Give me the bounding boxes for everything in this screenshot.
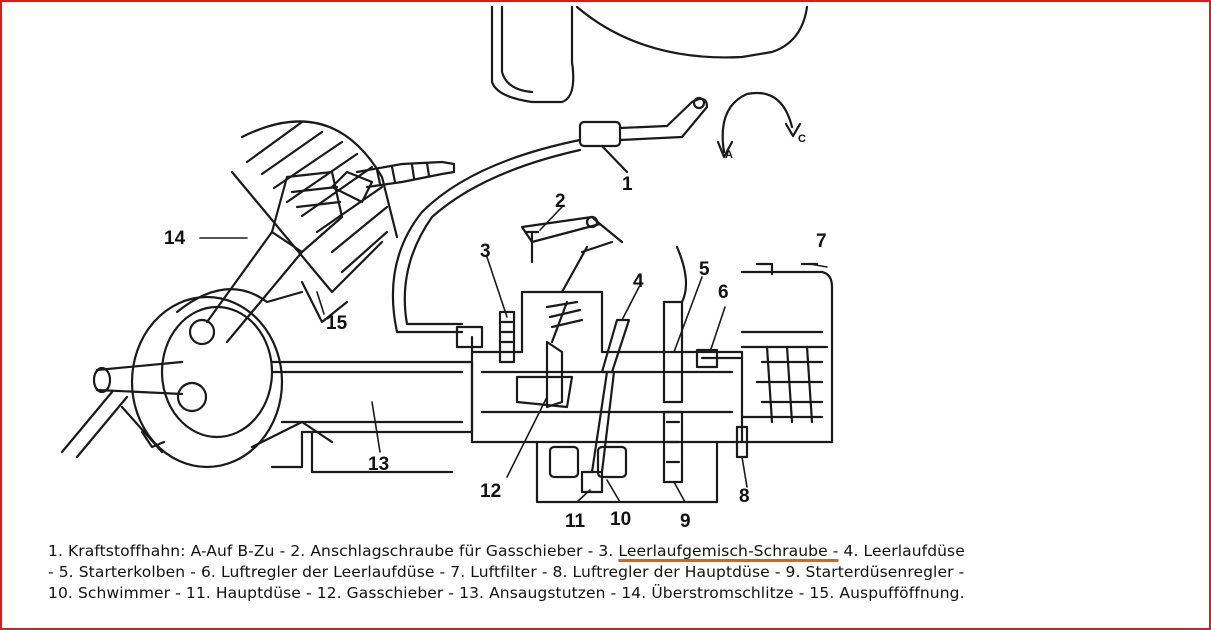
- label-10: 10: [610, 509, 631, 530]
- carburetor-body: [455, 290, 744, 444]
- idle-jet: [590, 318, 631, 474]
- label-1: 1: [622, 174, 633, 195]
- diagram-caption: 1. Kraftstoffhahn: A-Auf B-Zu - 2. Ansch…: [48, 541, 1158, 604]
- label-7: 7: [816, 231, 827, 252]
- main-air-regulator: [735, 425, 749, 459]
- label-14: 14: [164, 228, 186, 249]
- rotation-arrow: [716, 91, 802, 159]
- idle-mixture-screw: [498, 310, 516, 364]
- fuel-tap: [578, 96, 709, 174]
- fuel-tank: [490, 5, 809, 104]
- caption-line-2: - 5. Starterkolben - 6. Luftregler der L…: [48, 563, 965, 581]
- air-filter: [740, 262, 834, 444]
- throttle-linkage: [520, 215, 624, 344]
- leader-lines: [199, 206, 828, 503]
- label-5: 5: [699, 259, 710, 280]
- label-12: 12: [480, 481, 501, 502]
- caption-highlight: Leerlaufgemisch-Schraube -: [618, 542, 839, 560]
- crankshaft: [60, 288, 334, 469]
- piston: [205, 170, 344, 344]
- label-4: 4: [633, 271, 644, 292]
- label-9: 9: [680, 511, 691, 532]
- cylinder-fins: [230, 120, 399, 324]
- fuel-line: [391, 138, 582, 334]
- intake-manifold: [270, 360, 474, 474]
- caption-line-1-suffix: 4. Leerlaufdüse: [838, 542, 965, 560]
- label-8: 8: [739, 486, 750, 507]
- label-13: 13: [368, 454, 389, 475]
- carburetor-diagram: 1 2 3 4 5 6 7 8 9 10 11 12 13 14 15 A C: [60, 5, 834, 532]
- label-3: 3: [480, 241, 491, 262]
- label-2: 2: [555, 191, 566, 212]
- label-11: 11: [565, 511, 586, 532]
- arrow-label-c: C: [798, 133, 806, 145]
- starter-piston: [662, 245, 688, 484]
- float-bowl: [535, 440, 719, 504]
- arrow-label-a: A: [725, 149, 733, 161]
- label-6: 6: [718, 282, 729, 303]
- spark-plug: [330, 160, 456, 204]
- caption-line-1-prefix: 1. Kraftstoffhahn: A-Auf B-Zu - 2. Ansch…: [48, 542, 619, 560]
- caption-line-3: 10. Schwimmer - 11. Hauptdüse - 12. Gass…: [48, 584, 965, 602]
- label-15: 15: [326, 313, 348, 334]
- caption-line-1: 1. Kraftstoffhahn: A-Auf B-Zu - 2. Ansch…: [48, 541, 1158, 562]
